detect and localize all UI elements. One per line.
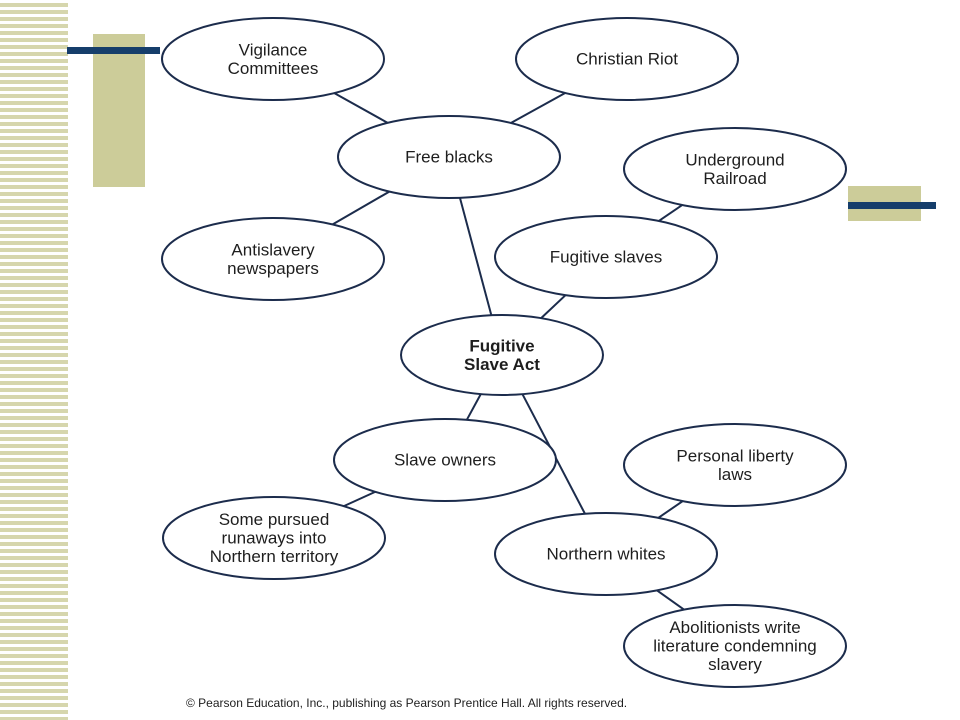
node-northern-whites: Northern whites <box>494 512 718 596</box>
edge-christian-riot-to-free-blacks <box>510 92 566 124</box>
node-antislavery-label-line-0: Antislavery <box>231 240 315 259</box>
edge-free-blacks-to-fsa <box>458 197 493 316</box>
node-fsa-label-line-1: Slave Act <box>464 355 540 374</box>
node-vigilance-label-line-1: Committees <box>228 59 319 78</box>
node-underground-label-line-1: Railroad <box>703 169 766 188</box>
node-free-blacks: Free blacks <box>337 115 561 199</box>
edge-slave-owners-to-some-pursued <box>343 490 376 508</box>
node-fugitive-slaves-label-line-0: Fugitive slaves <box>550 248 662 267</box>
node-abolitionists-label-line-2: slavery <box>708 655 762 674</box>
node-personal-liberty-label-line-0: Personal liberty <box>676 446 794 465</box>
node-vigilance-label-line-0: Vigilance <box>239 40 308 59</box>
top-left-accent-bar <box>67 47 160 54</box>
node-underground-ellipse <box>623 127 847 211</box>
node-free-blacks-label-line-0: Free blacks <box>405 148 493 167</box>
left-stripe-decoration <box>0 0 68 720</box>
node-free-blacks-ellipse <box>337 115 561 199</box>
node-some-pursued-ellipse <box>162 496 386 580</box>
edge-personal-liberty-to-northern-whites <box>657 500 684 519</box>
node-antislavery-ellipse <box>161 217 385 301</box>
node-fsa-ellipse <box>400 314 604 396</box>
edge-vigilance-to-free-blacks <box>333 92 389 124</box>
node-christian-riot-ellipse <box>515 17 739 101</box>
node-abolitionists-label-line-0: Abolitionists write <box>669 618 800 637</box>
node-abolitionists-ellipse <box>623 604 847 688</box>
edge-fugitive-slaves-to-fsa <box>540 294 567 319</box>
node-northern-whites-label-line-0: Northern whites <box>546 545 665 564</box>
node-abolitionists-label-line-1: literature condemning <box>653 637 816 656</box>
right-accent-bar <box>848 202 936 209</box>
node-slave-owners-ellipse <box>333 418 557 502</box>
node-northern-whites-ellipse <box>494 512 718 596</box>
node-vigilance-ellipse <box>161 17 385 101</box>
node-some-pursued-label-line-0: Some pursued <box>219 510 330 529</box>
edge-fsa-to-slave-owners <box>465 393 482 421</box>
node-personal-liberty-ellipse <box>623 423 847 507</box>
edge-antislavery-to-free-blacks <box>332 190 390 226</box>
node-some-pursued-label-line-2: Northern territory <box>210 547 339 566</box>
node-antislavery-label-line-1: newspapers <box>227 259 319 278</box>
node-christian-riot-label-line-0: Christian Riot <box>576 50 678 69</box>
copyright-footer: © Pearson Education, Inc., publishing as… <box>186 696 628 710</box>
node-slave-owners-label-line-0: Slave owners <box>394 451 496 470</box>
edges-layer <box>332 92 685 611</box>
node-fsa-label-line-0: Fugitive <box>469 336 534 355</box>
top-left-accent-block <box>93 34 145 187</box>
node-underground-label-line-0: Underground <box>685 150 784 169</box>
node-fugitive-slaves: Fugitive slaves <box>494 215 718 299</box>
edge-underground-to-fugitive-slaves <box>658 204 683 222</box>
node-slave-owners: Slave owners <box>333 418 557 502</box>
node-personal-liberty-label-line-1: laws <box>718 465 752 484</box>
edge-northern-whites-to-abolitionists <box>656 589 685 611</box>
node-fugitive-slaves-ellipse <box>494 215 718 299</box>
node-some-pursued-label-line-1: runaways into <box>222 529 327 548</box>
node-christian-riot: Christian Riot <box>515 17 739 101</box>
